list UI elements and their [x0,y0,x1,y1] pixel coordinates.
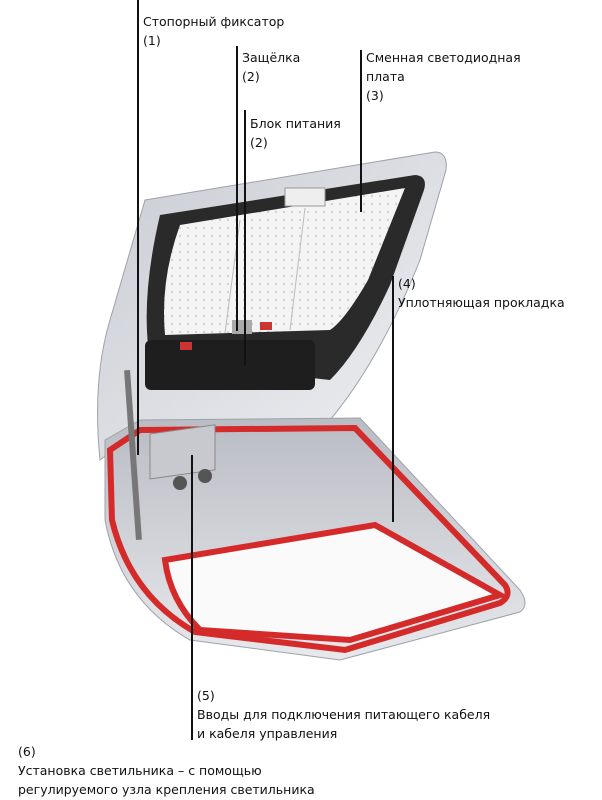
retaining-strut [124,369,142,541]
callout-number: (2) [242,69,260,84]
callout-number: (4) [398,276,416,291]
callout-title: Стопорный фиксатор [143,14,285,29]
callout-number: (2) [250,135,268,150]
callout-2-latch: Защёлка (2) [242,48,300,86]
callout-title: Защёлка [242,50,301,65]
callout-3: Сменная светодиодная плата (3) [366,48,521,105]
gasket [106,424,511,654]
leader-line-3 [360,50,362,212]
callout-title: плата [366,69,405,84]
callout-title: регулируемого узла крепления светильника [18,782,315,797]
callout-4: (4) Уплотняющая прокладка [398,274,565,312]
leader-line-4 [392,276,394,522]
led-board [164,188,405,335]
callout-title: Уплотняющая прокладка [398,295,565,310]
leader-line-2b [244,110,246,365]
leader-line-1 [137,0,139,455]
power-supply [145,340,315,390]
leader-line-2a [236,46,238,331]
cable-entries [149,424,216,480]
callout-number: (5) [197,688,215,703]
leader-line-5 [191,455,193,740]
callout-title: и кабеля управления [197,726,338,741]
callout-1: Стопорный фиксатор (1) [143,12,284,50]
callout-number: (3) [366,88,384,103]
callout-title: Установка светильника – с помощью [18,763,262,778]
callout-number: (1) [143,33,161,48]
housing [104,369,526,661]
latch [284,187,326,207]
callout-number: (6) [18,744,36,759]
callout-title: Вводы для подключения питающего кабеля [197,707,491,722]
lid [97,151,447,461]
callout-title: Блок питания [250,116,341,131]
callout-6: (6) Установка светильника – с помощью ре… [18,742,315,799]
callout-5: (5) Вводы для подключения питающего кабе… [197,686,490,743]
callout-title: Сменная светодиодная [366,50,521,65]
callout-2-power-supply: Блок питания (2) [250,114,341,152]
